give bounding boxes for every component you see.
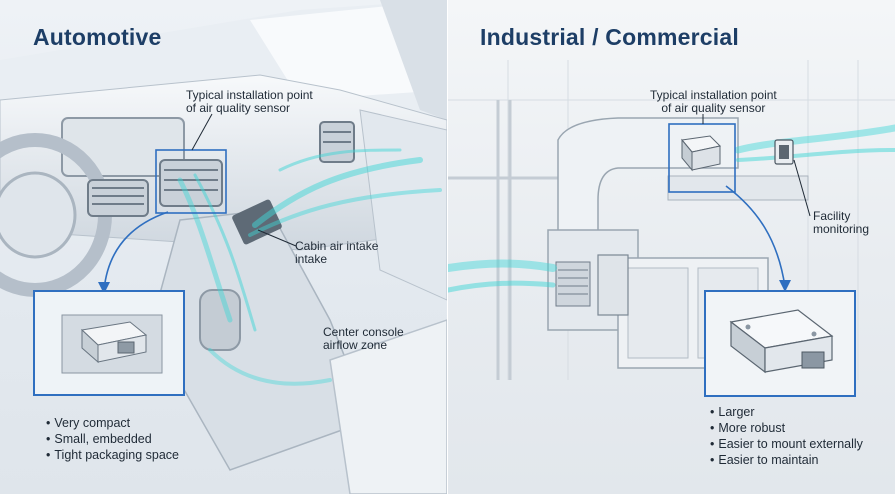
automotive-bullets: Very compact Small, embedded Tight packa… — [46, 415, 179, 463]
industrial-install-label-line1: Typical installation point — [650, 88, 777, 102]
cabin-intake-label: Cabin air intake intake — [295, 240, 378, 266]
facility-leader — [793, 159, 811, 217]
facility-monitoring-label: Facility monitoring — [813, 210, 869, 236]
industrial-install-label: Typical installation point of air qualit… — [650, 89, 777, 115]
automotive-bullet: Small, embedded — [46, 431, 179, 447]
automotive-install-label: Typical installation point of air qualit… — [186, 89, 313, 115]
center-console-label-line2: airflow zone — [323, 338, 388, 352]
pipes — [448, 100, 568, 380]
automotive-bullet: Tight packaging space — [46, 447, 179, 463]
industrial-install-label-line2: of air quality sensor — [661, 101, 766, 115]
cabin-intake-label-line1: Cabin air intake — [295, 239, 379, 253]
center-console-label-line1: Center console — [323, 325, 404, 339]
industrial-panel: Industrial / Commercial Typical installa… — [448, 0, 895, 494]
industrial-bullets: Larger More robust Easier to mount exter… — [710, 404, 863, 468]
compact-sensor — [80, 321, 148, 364]
robust-sensor — [729, 309, 834, 374]
intake-label-leader — [257, 229, 297, 247]
duct-grille — [555, 261, 591, 307]
industrial-title: Industrial / Commercial — [480, 24, 739, 50]
panel-divider — [447, 0, 448, 494]
industrial-bullet: Easier to mount externally — [710, 436, 863, 452]
industrial-detail-arrow — [725, 185, 786, 288]
cabin-intake-label-line2: intake — [295, 252, 328, 266]
industrial-bullet: More robust — [710, 420, 863, 436]
detail-arrow — [103, 211, 169, 291]
airflow-streams — [177, 148, 442, 386]
industrial-bullet: Easier to maintain — [710, 452, 863, 468]
center-console-label: Center console airflow zone — [323, 326, 404, 352]
install-point-highlight — [155, 149, 227, 214]
facility-monitoring-label-line1: Facility — [813, 209, 851, 223]
install-label-leader — [191, 113, 213, 151]
automotive-panel: Automotive Typical installation point of… — [0, 0, 447, 494]
industrial-hvac-illustration — [448, 60, 895, 397]
airflow-streams — [448, 124, 895, 293]
automotive-bullet: Very compact — [46, 415, 179, 431]
facility-monitoring-label-line2: monitoring — [813, 222, 870, 236]
industrial-bullet: Larger — [710, 404, 863, 420]
industrial-install-point-highlight — [668, 123, 736, 193]
automotive-install-label-line1: Typical installation point — [186, 88, 313, 102]
car-interior-illustration — [0, 0, 447, 494]
automotive-install-label-line2: of air quality sensor — [186, 101, 291, 115]
duct-sensor — [681, 135, 722, 172]
automotive-title: Automotive — [33, 24, 162, 50]
